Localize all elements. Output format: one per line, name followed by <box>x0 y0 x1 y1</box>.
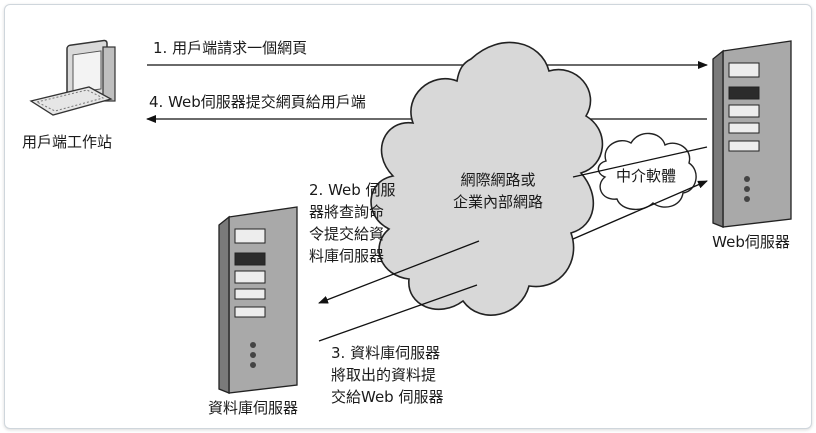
step2-label: 2. Web 伺服 器將查詢命 令提交給資 料庫伺服器 <box>309 181 400 265</box>
query-arrow <box>318 240 480 304</box>
web-server-icon <box>712 40 792 228</box>
network-diagram: 用戶端工作站 1. 用戶端請求一個網頁 4. Web伺服器提交網頁給用戶端 網際… <box>22 39 792 417</box>
step4-label: 4. Web伺服器提交網頁給用戶端 <box>149 93 366 111</box>
db-server-label: 資料庫伺服器 <box>208 399 298 417</box>
middleware-cloud <box>597 132 697 210</box>
web-server-label: Web伺服器 <box>712 233 790 251</box>
cloud-to-web-arrow <box>572 180 708 240</box>
client-label: 用戶端工作站 <box>22 133 112 151</box>
result-line <box>318 284 478 342</box>
diagram-frame: 用戶端工作站 1. 用戶端請求一個網頁 4. Web伺服器提交網頁給用戶端 網際… <box>4 4 812 429</box>
middleware-label: 中介軟體 <box>616 167 676 185</box>
internet-cloud <box>370 41 604 316</box>
web-to-cloud-line <box>572 146 708 178</box>
step1-label: 1. 用戶端請求一個網頁 <box>153 39 307 57</box>
client-workstation-icon <box>29 39 116 116</box>
db-server-icon <box>218 206 298 394</box>
cloud-label-line1: 網際網路或 <box>460 171 535 189</box>
cloud-label-line2: 企業內部網路 <box>453 193 543 211</box>
step3-label: 3. 資料庫伺服器 將取出的資料提 交給Web 伺服器 <box>331 344 445 406</box>
